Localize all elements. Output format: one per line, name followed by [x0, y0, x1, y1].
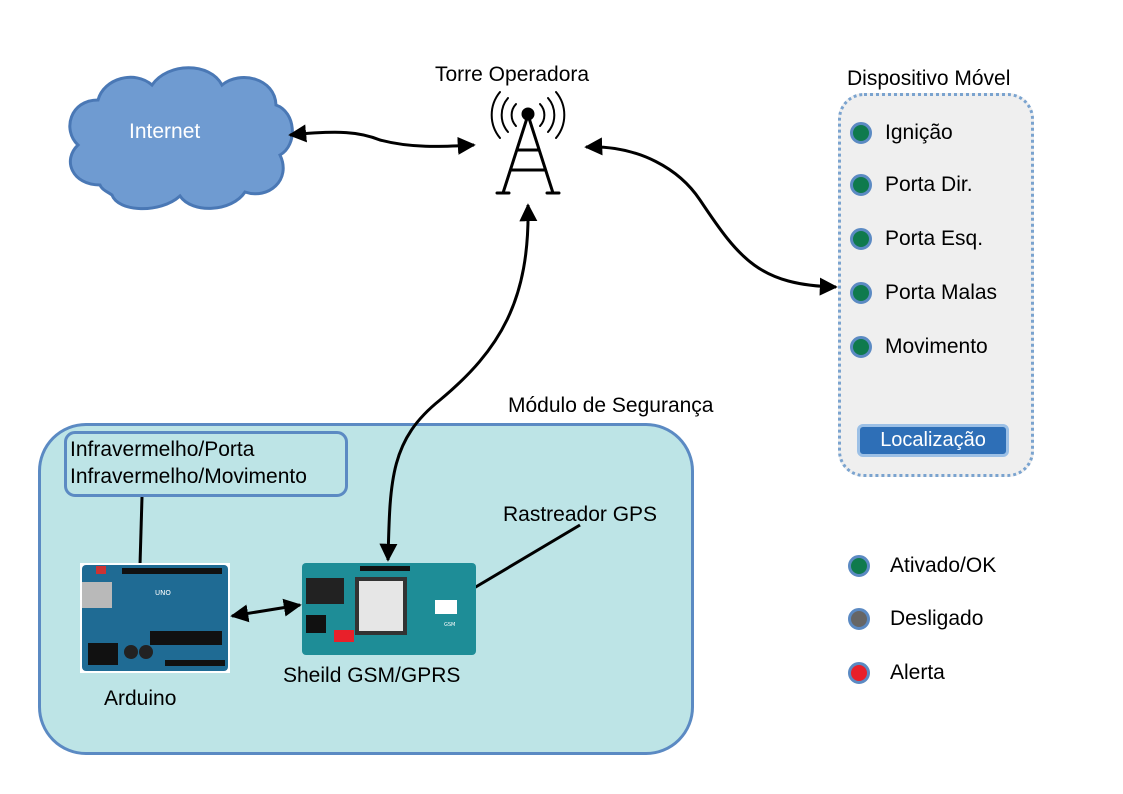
sensor-box [64, 431, 348, 497]
status-alert-icon [848, 662, 870, 684]
device-item-label: Ignição [885, 121, 953, 144]
device-title: Dispositivo Móvel [847, 67, 1011, 90]
device-item-trunk[interactable]: Porta Malas [850, 280, 997, 306]
status-indicator-icon [850, 336, 872, 358]
gps-tracker-label: Rastreador GPS [503, 503, 658, 526]
tower-label: Torre Operadora [435, 63, 590, 86]
internet-tower-link [288, 124, 476, 155]
device-item-movement[interactable]: Movimento [850, 334, 988, 360]
arduino-board-icon: UNO [80, 563, 230, 673]
internet-label: Internet [129, 120, 201, 143]
tower-device-link [584, 137, 838, 296]
gsm-tower-link [379, 203, 538, 562]
gsm-shield-icon: GSM [302, 563, 476, 655]
location-button[interactable]: Localização [857, 424, 1009, 457]
legend-label: Desligado [890, 607, 984, 630]
status-indicator-icon [850, 174, 872, 196]
legend-item-alert: Alerta [848, 660, 945, 686]
status-indicator-icon [850, 228, 872, 250]
sensor-movement-label: Infravermelho/Movimento [70, 465, 307, 488]
device-item-left-door[interactable]: Porta Esq. [850, 226, 983, 252]
arduino-label: Arduino [104, 687, 177, 710]
legend-item-off: Desligado [848, 606, 983, 632]
legend-item-ok: Ativado/OK [848, 553, 996, 579]
device-item-right-door[interactable]: Porta Dir. [850, 172, 973, 198]
device-item-label: Porta Dir. [885, 173, 973, 196]
mobile-device-panel [838, 93, 1034, 477]
internet-cloud [68, 66, 294, 211]
sensor-door-label: Infravermelho/Porta [70, 438, 255, 461]
device-item-label: Movimento [885, 335, 988, 358]
device-item-label: Porta Malas [885, 281, 998, 304]
status-ok-icon [848, 555, 870, 577]
legend-label: Alerta [890, 661, 945, 684]
status-off-icon [848, 608, 870, 630]
device-item-label: Porta Esq. [885, 227, 984, 250]
tower-icon [490, 91, 566, 195]
svg-text:UNO: UNO [155, 589, 171, 597]
module-title: Módulo de Segurança [508, 394, 714, 417]
gsm-shield-label: Sheild GSM/GPRS [283, 664, 461, 687]
device-item-ignition[interactable]: Ignição [850, 120, 953, 146]
status-indicator-icon [850, 122, 872, 144]
status-indicator-icon [850, 282, 872, 304]
legend-label: Ativado/OK [890, 554, 997, 577]
svg-text:GSM: GSM [444, 622, 455, 628]
